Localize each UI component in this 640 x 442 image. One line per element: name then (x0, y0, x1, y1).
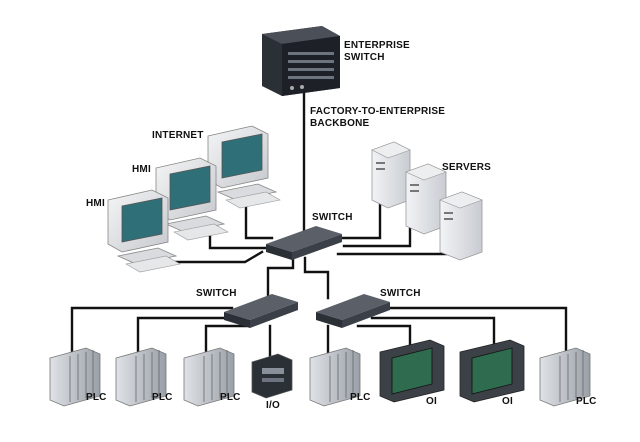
hmi-label-1: HMI (86, 198, 105, 209)
plc-rack-4 (309, 347, 361, 407)
main-switch (266, 226, 342, 260)
internet-workstation (207, 125, 281, 209)
server-3 (439, 191, 483, 261)
plc1-cable (70, 306, 234, 362)
io-module (251, 353, 293, 399)
oi2-cable (370, 316, 496, 354)
left-switch (224, 294, 298, 328)
left-switch-label: SWITCH (196, 288, 237, 299)
plc-label-4: PLC (350, 392, 371, 403)
hmi-workstation-1 (107, 189, 181, 273)
server2-cable (342, 213, 412, 248)
plc-rack-3 (183, 347, 235, 407)
operator-interface-2 (459, 339, 525, 403)
right-switch-label: SWITCH (380, 288, 421, 299)
right-switch (316, 294, 390, 328)
operator-interface-1 (379, 339, 445, 403)
main-to-right-switch-cable (303, 256, 330, 300)
server-1 (371, 141, 411, 209)
enterprise-switch-label-line1: ENTERPRISE (344, 40, 410, 51)
plc-rack-1 (49, 347, 101, 407)
server1-cable (338, 198, 382, 240)
plc2-cable (136, 316, 240, 362)
main-switch-label: SWITCH (312, 212, 353, 223)
plc-label-5: PLC (576, 396, 597, 407)
hmi-label-2: HMI (132, 164, 151, 175)
plc-rack-2 (115, 347, 167, 407)
plc5-cable (378, 306, 568, 362)
plc-label-1: PLC (86, 392, 107, 403)
main-to-left-switch-cable (266, 256, 295, 300)
servers-label: SERVERS (442, 162, 492, 173)
enterprise-switch (262, 26, 340, 96)
enterprise-switch-label-line2: SWITCH (344, 52, 385, 63)
server-2 (405, 163, 447, 235)
oi-label-1: OI (426, 396, 437, 407)
plc-rack-5 (539, 347, 591, 407)
io-label: I/O (266, 400, 280, 411)
plc-label-2: PLC (152, 392, 173, 403)
internet-label: INTERNET (152, 130, 204, 141)
oi-label-2: OI (502, 396, 513, 407)
backbone-label-line1: FACTORY-TO-ENTERPRISE (310, 106, 446, 117)
plc-label-3: PLC (220, 392, 241, 403)
oi1-cable (356, 324, 412, 354)
backbone-label-line2: BACKBONE (310, 118, 370, 129)
internet-cable (244, 198, 274, 240)
plc3-cable (204, 324, 248, 362)
